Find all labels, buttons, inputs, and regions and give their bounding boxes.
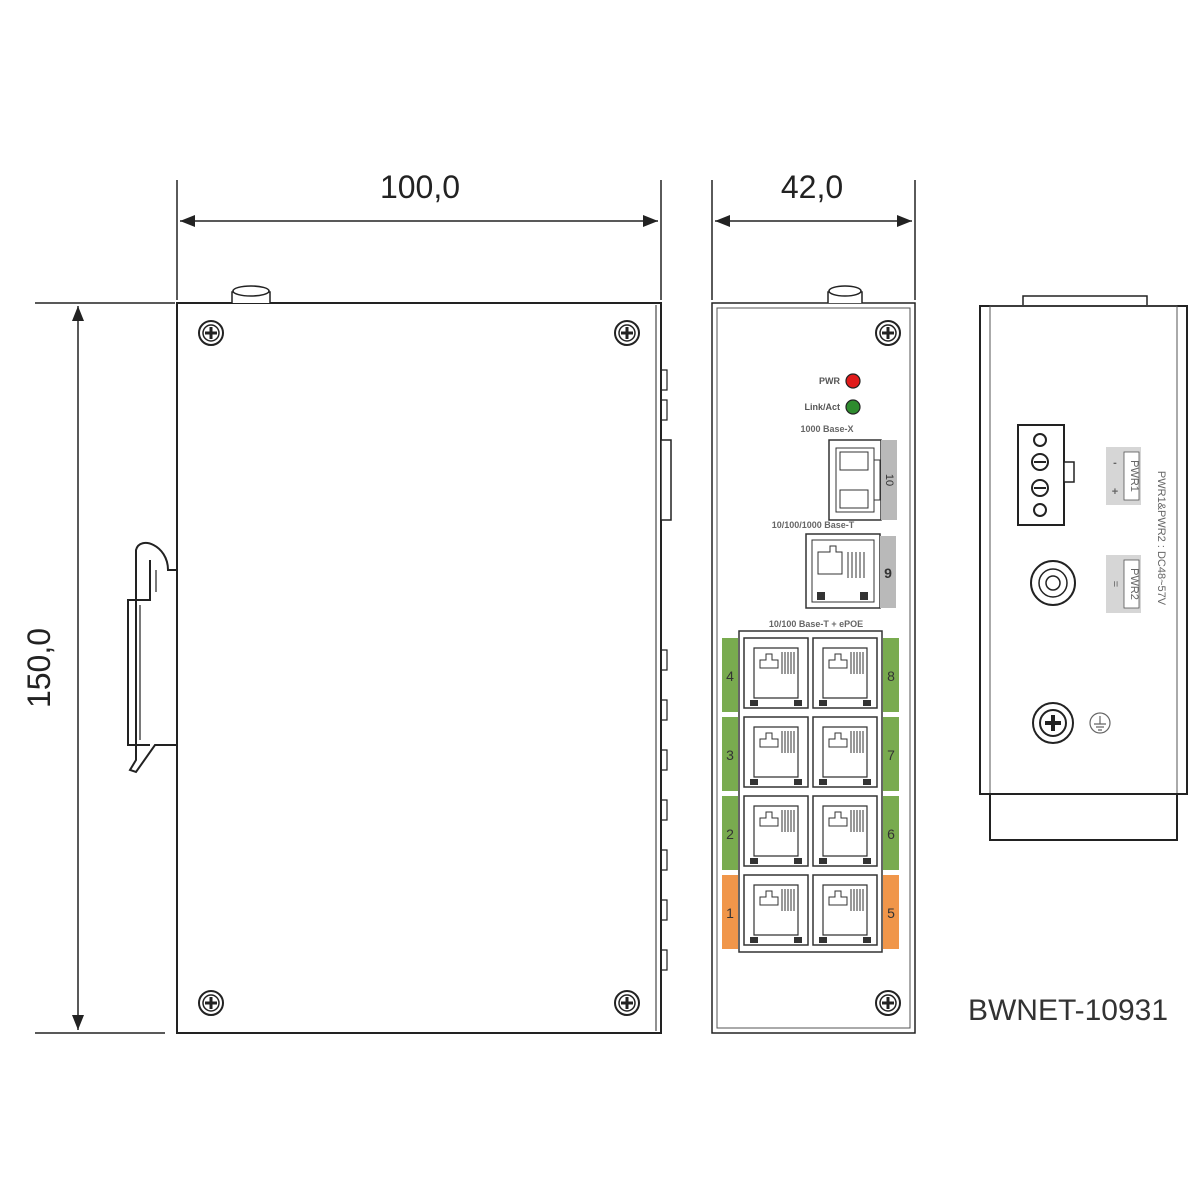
sfp-port-number-badge <box>881 440 897 520</box>
pwr-led-label: PWR <box>819 376 840 386</box>
screw-icon <box>874 319 902 347</box>
side-port-ridges <box>661 369 668 971</box>
rj45-port-3[interactable] <box>743 716 809 788</box>
top-screw-head <box>828 285 862 297</box>
screw-icon <box>197 319 225 347</box>
port-tab-8 <box>883 638 899 712</box>
gigabit-port[interactable] <box>805 533 881 609</box>
dc-jack-icon[interactable] <box>1030 560 1076 606</box>
pwr1-label-inner <box>1123 451 1140 501</box>
port-number-1: 1 <box>726 905 734 921</box>
din-rail-detail <box>139 570 157 740</box>
port-number-7: 7 <box>887 747 895 763</box>
side-view: 100,0 150,0 <box>21 169 672 1034</box>
port-number-4: 4 <box>726 668 734 684</box>
terminal-block-icon[interactable] <box>1017 424 1075 526</box>
link-led-icon <box>845 399 861 415</box>
port-tab-2 <box>722 796 738 870</box>
height-dimension-label: 150,0 <box>21 628 57 708</box>
port-number-8: 8 <box>887 668 895 684</box>
gigabit-port-number-badge <box>880 536 896 608</box>
width-dimension-label: 100,0 <box>380 169 460 205</box>
pwr1-label: PWR1 <box>1128 460 1140 492</box>
sfp-port-label: 1000 Base-X <box>800 424 853 434</box>
power-spec-text: PWR1&PWR2 : DC48~57V <box>1155 471 1167 606</box>
rj45-port-5[interactable] <box>812 874 878 946</box>
depth-dimension-label: 42,0 <box>781 169 843 205</box>
link-led-label: Link/Act <box>804 402 840 412</box>
screw-icon <box>197 989 225 1017</box>
top-screw-head <box>232 285 270 297</box>
front-view: 42,0 PWR Link/Act 1000 Base-X 10 10/100/… <box>711 169 916 1034</box>
top-view: PWR1 - + PWR2 = PWR1&PWR2 : DC48~57V <box>979 295 1188 841</box>
sfp-port[interactable] <box>828 439 882 521</box>
front-panel-inner <box>716 307 911 1029</box>
gigabit-port-label: 10/100/1000 Base-T <box>772 520 855 530</box>
rj45-port-2[interactable] <box>743 795 809 867</box>
pwr1-minus: - <box>1113 457 1117 469</box>
port-tab-7 <box>883 717 899 791</box>
screw-icon <box>613 989 641 1017</box>
sfp-port-number: 10 <box>883 474 895 486</box>
rj45-port-1[interactable] <box>743 874 809 946</box>
port-number-2: 2 <box>726 826 734 842</box>
ground-symbol-icon <box>1089 712 1111 734</box>
port-tab-1 <box>722 875 738 949</box>
screw-icon <box>874 989 902 1017</box>
port-tab-5 <box>883 875 899 949</box>
ground-screw-icon[interactable] <box>1032 702 1074 744</box>
screw-icon <box>613 319 641 347</box>
pwr-led-icon <box>845 373 861 389</box>
rj45-port-8[interactable] <box>812 637 878 709</box>
rj45-port-6[interactable] <box>812 795 878 867</box>
top-body <box>979 305 1188 795</box>
port-tab-6 <box>883 796 899 870</box>
side-body <box>176 302 662 1034</box>
din-rail-bracket <box>127 560 151 746</box>
pwr2-symbol: = <box>1109 581 1121 587</box>
gigabit-port-number: 9 <box>884 565 892 581</box>
model-name: BWNET-10931 <box>968 994 1168 1027</box>
side-port-profile <box>660 439 672 521</box>
port-number-3: 3 <box>726 747 734 763</box>
poe-port-label: 10/100 Base-T + ePOE <box>769 619 863 629</box>
port-number-6: 6 <box>887 826 895 842</box>
pwr2-label-inner <box>1123 559 1140 609</box>
port-number-5: 5 <box>887 905 895 921</box>
port-tab-3 <box>722 717 738 791</box>
top-rail <box>1022 295 1148 307</box>
din-rail-clip <box>128 541 177 774</box>
rj45-port-4[interactable] <box>743 637 809 709</box>
pwr2-label: PWR2 <box>1128 568 1140 600</box>
port-tab-4 <box>722 638 738 712</box>
rj45-port-7[interactable] <box>812 716 878 788</box>
pwr1-plus: + <box>1112 486 1118 498</box>
top-bottom-rail <box>989 793 1178 841</box>
